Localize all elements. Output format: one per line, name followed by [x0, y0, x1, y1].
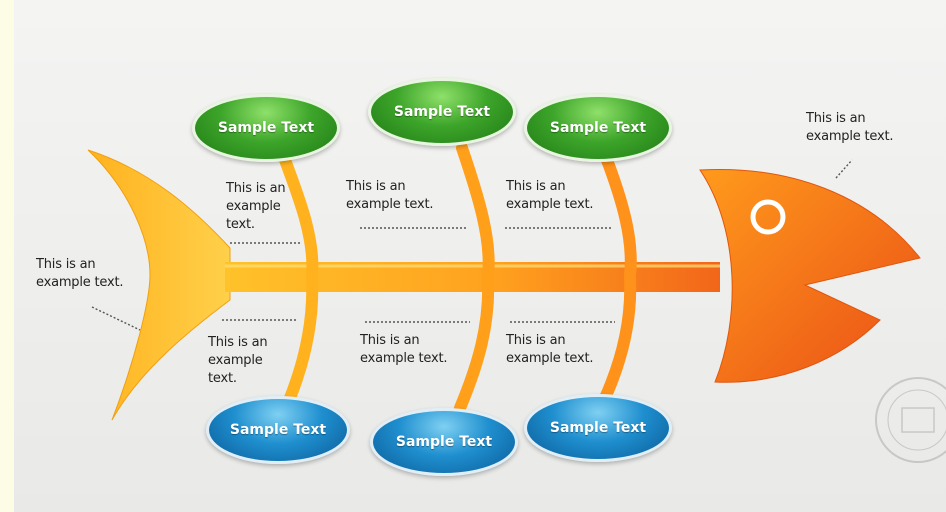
cause-box-bottom-3[interactable]: Sample Text	[524, 394, 672, 462]
rib-bottom-1	[284, 272, 319, 404]
rib-top-3	[601, 154, 637, 281]
leader-lines	[91, 159, 853, 331]
rib-bottom-2	[454, 272, 495, 414]
cause-box-top-1[interactable]: Sample Text	[192, 94, 340, 162]
cause-box-bottom-1[interactable]: Sample Text	[206, 396, 350, 464]
rib-bottom-3	[599, 272, 637, 404]
watermark-seal	[875, 377, 946, 463]
cause-box-bottom-2[interactable]: Sample Text	[370, 408, 518, 476]
cause-box-top-3[interactable]: Sample Text	[524, 94, 672, 162]
fish-head	[699, 168, 921, 383]
cause-box-top-2[interactable]: Sample Text	[368, 78, 516, 146]
fish-spine	[225, 262, 720, 292]
left-edge-strip	[0, 0, 14, 512]
rib-top-2	[456, 142, 495, 281]
rib-top-1	[279, 154, 319, 281]
fish-tail	[87, 149, 231, 421]
fish-eye	[750, 199, 786, 235]
